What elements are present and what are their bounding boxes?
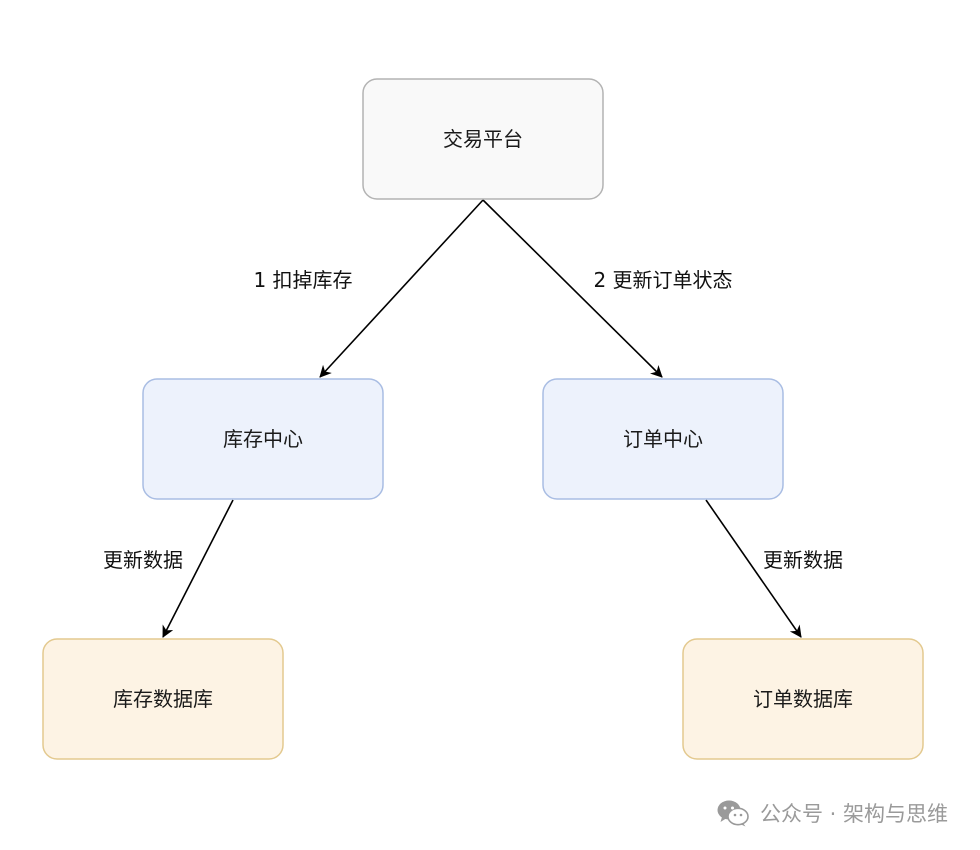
node-box [682, 638, 924, 760]
node-order-db: 订单数据库 [682, 638, 924, 760]
edge-label-update-order-data: 更新数据 [763, 548, 843, 572]
edge-deduct-inventory [319, 199, 484, 378]
node-inventory-center: 库存中心 [142, 378, 384, 500]
node-label: 库存数据库 [113, 687, 213, 711]
edge-update-order-status [482, 199, 663, 378]
node-box [142, 378, 384, 500]
watermark: 公众号 · 架构与思维 [716, 795, 948, 831]
node-inventory-db: 库存数据库 [42, 638, 284, 760]
node-label: 订单数据库 [753, 687, 853, 711]
watermark-text: 公众号 · 架构与思维 [759, 802, 948, 826]
node-box [542, 378, 784, 500]
node-order-center: 订单中心 [542, 378, 784, 500]
edge-labels: 1 扣掉库存 2 更新订单状态 更新数据 更新数据 [103, 268, 843, 572]
node-label: 交易平台 [443, 127, 523, 151]
node-label: 库存中心 [223, 427, 303, 451]
node-box [362, 78, 604, 200]
node-trading-platform: 交易平台 [362, 78, 604, 200]
edge-label-update-order-status: 2 更新订单状态 [593, 268, 732, 292]
node-box [42, 638, 284, 760]
edges [162, 199, 802, 638]
edge-label-deduct-inventory: 1 扣掉库存 [253, 268, 352, 292]
edge-label-update-inventory-data: 更新数据 [103, 548, 183, 572]
node-label: 订单中心 [623, 427, 703, 451]
edge-update-inventory-data [162, 499, 234, 638]
wechat-icon [717, 800, 749, 827]
edge-update-order-data [705, 499, 802, 638]
